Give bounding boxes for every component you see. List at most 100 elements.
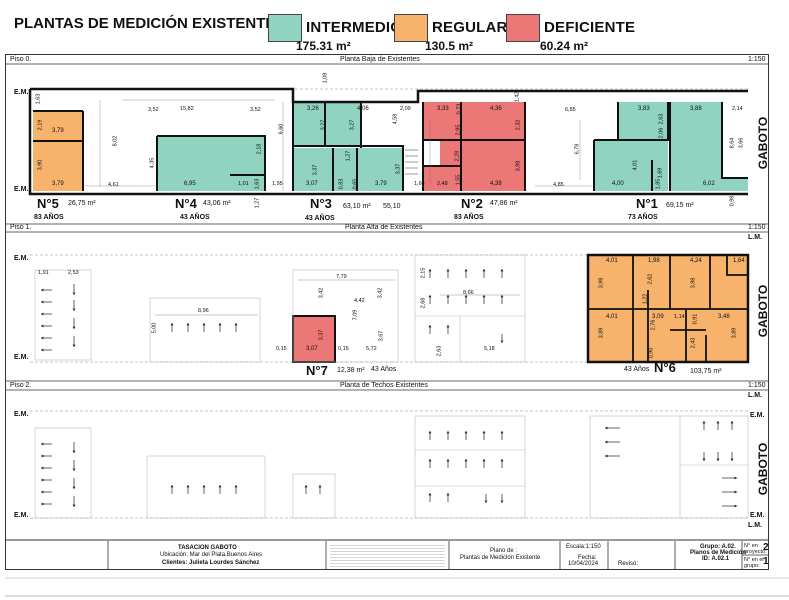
series-label: Planos de Medición bbox=[690, 550, 747, 556]
dimension-label: 3,98 bbox=[690, 277, 697, 289]
dimension-label: 8,02 bbox=[112, 135, 119, 147]
dimension-label: 4,42 bbox=[354, 298, 365, 304]
scale-label: Escala:1:150 bbox=[566, 544, 601, 550]
dimension-label: 2,62 bbox=[647, 273, 654, 285]
dimension-label: 6,95 bbox=[184, 181, 196, 187]
em-marker: E.M. bbox=[14, 354, 29, 361]
legend-swatch-regular bbox=[394, 14, 428, 42]
dimension-label: 4,24 bbox=[690, 258, 702, 264]
street-label: GABOTO bbox=[756, 116, 771, 170]
dimension-label: 0,15 bbox=[276, 346, 287, 352]
page-title: PLANTAS DE MEDICIÓN EXISTENTE bbox=[14, 15, 276, 32]
dimension-label: 0,65 bbox=[352, 178, 359, 190]
em-marker: E.M. bbox=[14, 255, 29, 262]
dimension-label: 4,85 bbox=[553, 182, 564, 188]
unit-label-6: N°6 bbox=[654, 360, 676, 375]
dimension-label: 3,42 bbox=[318, 287, 325, 299]
dimension-label: 1,55 bbox=[455, 174, 462, 186]
unit-age-6: 43 Años bbox=[624, 366, 650, 373]
dimension-label: 4,58 bbox=[392, 113, 399, 125]
project-name: TASACION GABOTO bbox=[178, 545, 237, 551]
dimension-label: 2,14 bbox=[732, 106, 743, 112]
em-marker: E.M. bbox=[14, 411, 29, 418]
dimension-label: 2,63 bbox=[658, 113, 665, 125]
level-title-0: Planta Baja de Existentes bbox=[340, 56, 420, 63]
dimension-label: 3,09 bbox=[652, 314, 664, 320]
legend-swatch-deficiente bbox=[506, 14, 540, 42]
dimension-label: 4,36 bbox=[490, 106, 502, 112]
sheet-in-group-label: N° en el grupo: bbox=[744, 557, 764, 569]
dimension-label: 1,63 bbox=[35, 93, 42, 105]
street-label: GABOTO bbox=[756, 442, 771, 496]
lm-marker: L.M. bbox=[748, 234, 762, 241]
dimension-label: 1,64 bbox=[414, 181, 425, 187]
dimension-label: 3,27 bbox=[349, 119, 356, 131]
dimension-label: 2,15 bbox=[420, 267, 427, 279]
sheet-in-project-label: N° en proyecto: bbox=[744, 543, 767, 555]
project-location: Ubicación: Mar del Plata,Buenos Aires bbox=[160, 552, 263, 558]
dimension-label: 2,68 bbox=[420, 297, 427, 309]
id-label: ID: A.02.1 bbox=[702, 556, 730, 562]
dimension-label: 0,15 bbox=[338, 346, 349, 352]
dimension-label: 6,85 bbox=[565, 107, 576, 113]
unit-extra-3: 55,10 bbox=[383, 203, 401, 210]
dimension-label: 5,72 bbox=[366, 346, 377, 352]
ground-floor-plan bbox=[28, 87, 748, 196]
dimension-label: 3,83 bbox=[638, 106, 650, 112]
dimension-label: 1,27 bbox=[345, 150, 352, 162]
dimension-label: 2,32 bbox=[515, 119, 522, 131]
dimension-label: 3,79 bbox=[52, 181, 64, 187]
plan-name: Plantas de Medición Existente bbox=[460, 555, 541, 561]
unit-age-1: 73 AÑOS bbox=[628, 214, 658, 221]
dimension-label: 4,01 bbox=[632, 159, 639, 171]
group-label: Grupo: A.02. bbox=[700, 544, 736, 550]
unit-age-7: 43 Años bbox=[371, 366, 397, 373]
legend-area-deficiente: 60.24 m² bbox=[540, 39, 589, 53]
unit-age-4: 43 AÑOS bbox=[180, 214, 210, 221]
dimension-label: 1,64 bbox=[733, 258, 745, 264]
dimension-label: 4,01 bbox=[606, 258, 618, 264]
unit-age-2: 83 AÑOS bbox=[454, 214, 484, 221]
dimension-label: 3,66 bbox=[738, 137, 745, 149]
level-scale-0: 1:150 bbox=[748, 56, 766, 63]
dimension-label: 6,60 bbox=[278, 123, 285, 135]
drawing-sheet bbox=[5, 54, 769, 570]
revision-label: Revisó: bbox=[618, 561, 639, 567]
dimension-label: 1,14 bbox=[674, 314, 685, 320]
sheet-in-group-number: 1 bbox=[763, 556, 769, 567]
plan-label: Plano de : bbox=[490, 548, 518, 554]
project-client: Clientes: Julieta Lourdes Sánchez bbox=[162, 560, 260, 566]
unit-label-7: N°7 bbox=[306, 363, 328, 378]
dimension-label: 4,01 bbox=[606, 314, 618, 320]
em-marker: E.M. bbox=[14, 186, 29, 193]
dimension-label: 3,79 bbox=[375, 181, 387, 187]
em-marker: E.M. bbox=[750, 412, 765, 419]
level-label-1: Piso 1. bbox=[10, 224, 32, 231]
dimension-label: 3,98 bbox=[515, 160, 522, 172]
street-label: GABOTO bbox=[756, 284, 771, 338]
dimension-label: 3,79 bbox=[52, 128, 64, 134]
legend-area-regular: 130.5 m² bbox=[425, 39, 474, 53]
unit-area-2: 47,86 m² bbox=[490, 200, 518, 207]
dimension-label: 0,98 bbox=[729, 195, 736, 207]
legend-label-regular: REGULAR bbox=[432, 19, 508, 36]
level-title-2: Planta de Techos Existentes bbox=[340, 382, 428, 389]
dimension-label: 3,37 bbox=[318, 329, 325, 341]
dimension-label: 1,95 bbox=[272, 181, 283, 187]
dimension-label: 3,90 bbox=[37, 159, 44, 171]
unit-label-1: N°1 bbox=[636, 196, 658, 211]
dimension-label: 2,43 bbox=[690, 337, 697, 349]
dimension-label: 2,09 bbox=[400, 106, 411, 112]
dimension-label: 2,63 bbox=[436, 345, 443, 357]
unit-label-3: N°3 bbox=[310, 196, 332, 211]
dimension-label: 2,19 bbox=[37, 119, 44, 131]
dimension-label: 3,67 bbox=[378, 330, 385, 342]
dimension-label: 1,63 bbox=[254, 178, 261, 190]
dimension-label: 0,90 bbox=[648, 347, 655, 359]
dimension-label: 1,08 bbox=[322, 72, 329, 84]
em-marker: E.M. bbox=[14, 89, 29, 96]
unit-age-3: 43 AÑOS bbox=[305, 215, 335, 222]
dimension-label: 3,52 bbox=[250, 107, 261, 113]
dimension-label: 4,38 bbox=[490, 181, 502, 187]
